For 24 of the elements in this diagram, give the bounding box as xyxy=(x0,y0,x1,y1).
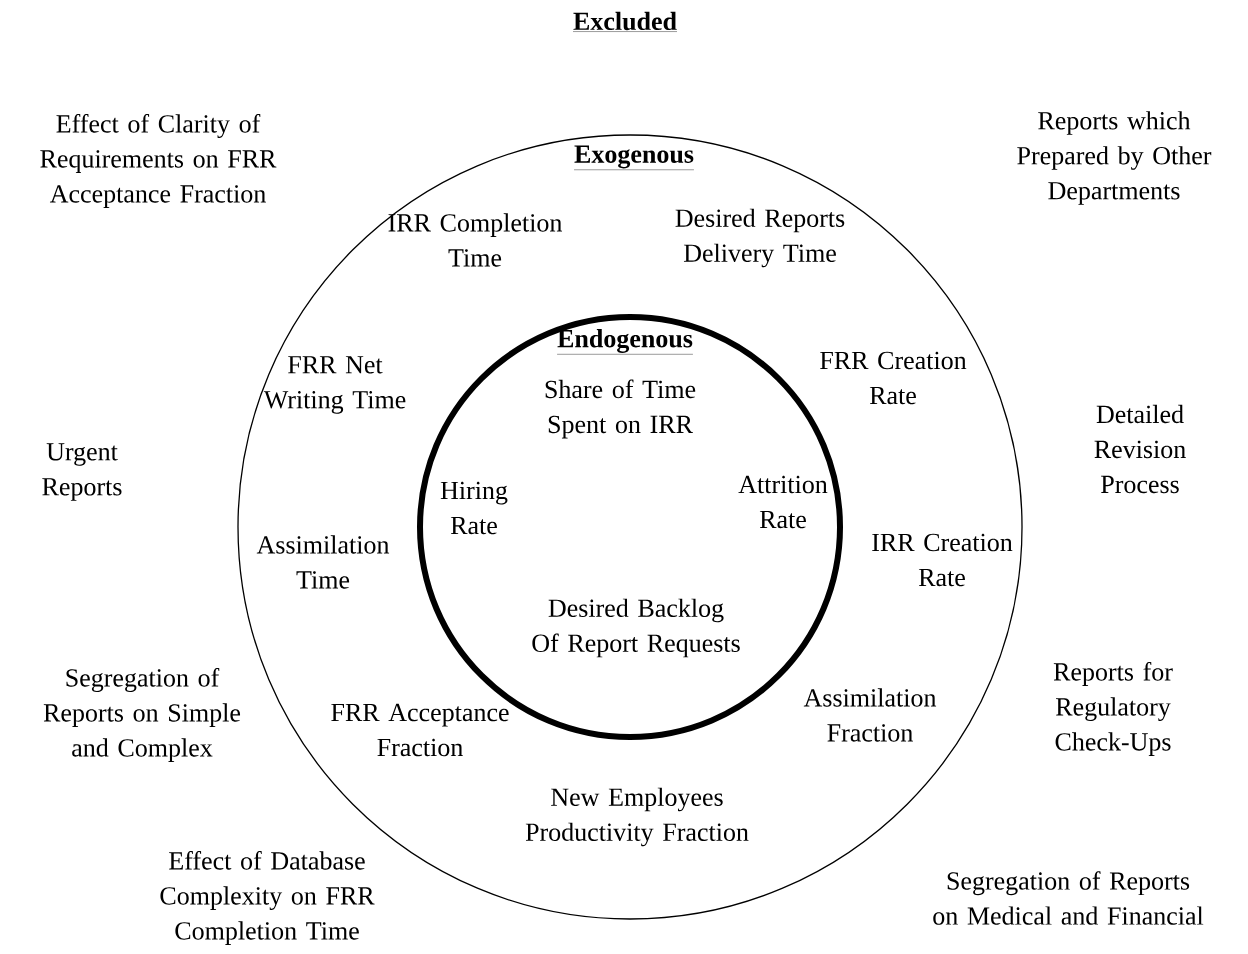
variable-label: Assimilation Fraction xyxy=(803,688,937,742)
variable-label: Desired Reports Delivery Time xyxy=(675,208,845,268)
variable-label: Segregation of Reports on Medical and Financial xyxy=(933,871,1204,925)
variable-label: Share of Time Spent on IRR xyxy=(545,379,696,439)
variable-label: Reports which Prepared by Other Departments xyxy=(1017,111,1212,205)
section-heading: Endogenous xyxy=(556,329,694,355)
variable-label: Assimilation Time xyxy=(256,535,390,589)
variable-label: FRR Net Writing Time xyxy=(263,356,406,414)
variable-label: Hiring Rate xyxy=(440,481,508,535)
variable-label: Reports for Regulatory Check-Ups xyxy=(1053,662,1173,756)
variable-label: Segregation of Reports on Simple and Complex xyxy=(43,668,241,762)
variable-label: FRR Creation Rate xyxy=(820,351,967,405)
variable-label: Detailed Revision Process xyxy=(1094,404,1186,494)
variable-label: Desired Backlog Of Report Requests xyxy=(532,598,740,658)
variable-label: Urgent Reports xyxy=(42,443,122,501)
variable-label: Attrition Rate xyxy=(738,475,828,529)
variable-label: Effect of Database Complexity on FRR Completion Time xyxy=(160,851,375,945)
variable-label: Effect of Clarity of Requirements on FRR Acceptance Fraction xyxy=(40,114,277,208)
variable-label: IRR Completion Time xyxy=(388,213,562,267)
variable-label: IRR Creation Rate xyxy=(872,533,1013,587)
variable-label: New Employees Productivity Fraction xyxy=(525,787,749,847)
section-heading: Exogenous xyxy=(573,145,695,170)
variable-label: FRR Acceptance Fraction xyxy=(331,703,509,757)
title: Excluded xyxy=(572,11,678,32)
